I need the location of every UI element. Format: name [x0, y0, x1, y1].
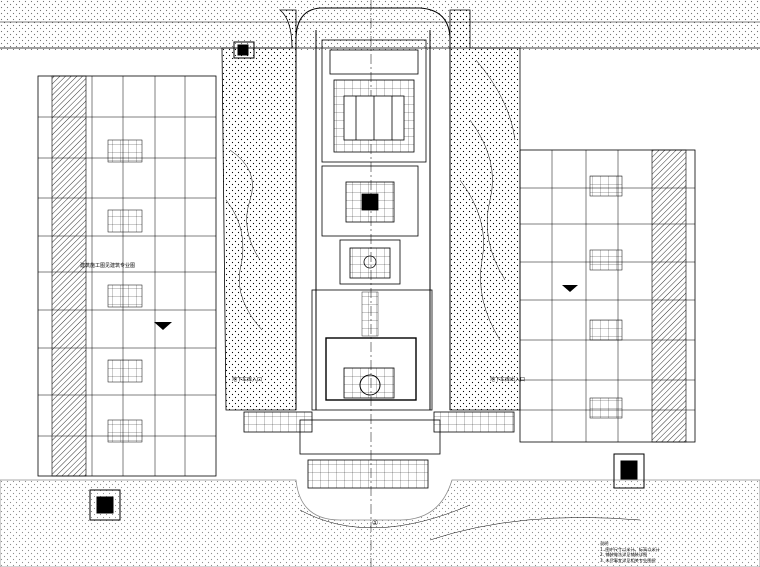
connecting-walkways	[243, 411, 515, 489]
east-entrance-label: 地下车库出入口	[490, 377, 526, 383]
pavilion	[321, 165, 419, 237]
east-residential-block	[519, 149, 696, 443]
notes-item-1: 1. 图中尺寸以米计，标高以米计	[600, 546, 660, 552]
southwest-feature	[89, 489, 121, 521]
west-building-note: 建筑施工图见建筑专业图	[80, 263, 136, 269]
west-residential-block	[37, 75, 217, 477]
notes-item-3: 3. 未尽事宜详见相关专业图纸	[600, 558, 656, 564]
notes-item-2: 2. 铺装做法详见铺装详图	[600, 552, 648, 558]
level-marker-icon-east	[562, 285, 578, 292]
northeast-feature	[233, 41, 255, 59]
contour-lines	[225, 59, 516, 341]
central-plaza	[311, 289, 433, 411]
west-entrance-label: 地下车库入口	[232, 377, 263, 383]
drawing-notes: 说明 1. 图中尺寸以米计，标高以米计 2. 铺装做法详见铺装详图 3. 未尽事…	[600, 541, 660, 564]
notes-title: 说明	[600, 541, 609, 546]
east-planting-area	[449, 9, 521, 411]
north-water-feature	[321, 39, 427, 163]
south-planting-area	[0, 479, 760, 567]
small-court	[339, 239, 401, 285]
level-marker-icon	[154, 322, 172, 330]
southeast-feature	[613, 453, 645, 489]
axis-mark: ①	[372, 519, 379, 527]
